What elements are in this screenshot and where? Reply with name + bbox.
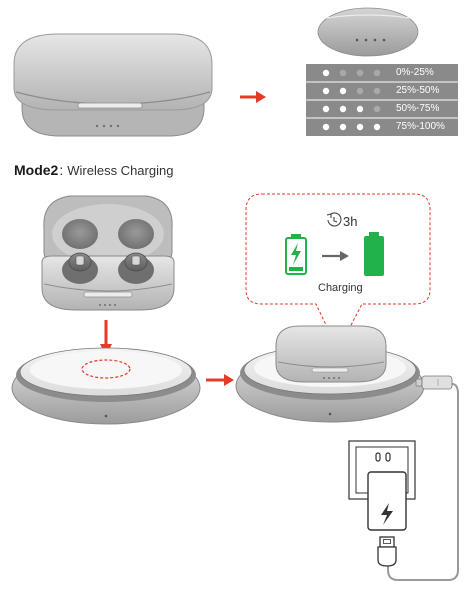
case-lid-closeup: [317, 7, 419, 57]
arrow-right-icon: [206, 374, 234, 386]
usb-cable: [387, 383, 459, 581]
battery-range-label: 50%-75%: [396, 103, 440, 114]
indicator-light-on: [373, 123, 381, 131]
indicator-light-off: [373, 69, 381, 77]
battery-level-table: [306, 64, 458, 136]
indicator-light-on: [322, 105, 330, 113]
closed-case: [13, 33, 213, 137]
indicator-light-on: [322, 87, 330, 95]
indicator-light-on: [322, 69, 330, 77]
arrow-right-icon: [240, 91, 266, 103]
mode-label: Mode2: [14, 162, 59, 178]
indicator-light-on: [339, 87, 347, 95]
indicator-light-off: [339, 69, 347, 77]
mode-description: Wireless Charging: [67, 163, 174, 178]
case-on-charging-pad: [275, 325, 387, 383]
battery-range-label: 75%-100%: [396, 121, 445, 132]
indicator-light-on: [322, 123, 330, 131]
earbud-right: [118, 252, 154, 284]
indicator-light-on: [356, 105, 364, 113]
clock-icon: [326, 212, 342, 227]
wireless-charging-pad-left: [11, 347, 201, 425]
charging-label: Charging: [318, 282, 363, 294]
indicator-light-on: [356, 123, 364, 131]
usb-c-connector: [415, 375, 453, 390]
power-adapter: [367, 471, 407, 531]
indicator-light-off: [373, 105, 381, 113]
mode-separator: :: [59, 162, 64, 178]
lightning-icon: [291, 243, 301, 265]
indicator-light-on: [339, 105, 347, 113]
earbud-left: [62, 252, 98, 284]
open-case: [41, 195, 175, 311]
lightning-icon: [381, 503, 393, 525]
battery-range-label: 25%-50%: [396, 85, 440, 96]
charge-time-label: 3h: [343, 214, 358, 229]
charging-callout-bubble: [245, 193, 431, 352]
usb-plug: [377, 536, 397, 567]
indicator-light-off: [356, 87, 364, 95]
battery-full-icon: [364, 232, 384, 276]
indicator-light-off: [356, 69, 364, 77]
indicator-light-on: [339, 123, 347, 131]
mode-heading: Mode2:Wireless Charging: [14, 162, 173, 178]
battery-range-label: 0%-25%: [396, 67, 434, 78]
arrow-right-icon: [322, 251, 349, 261]
case-indicator-lights: [95, 124, 120, 128]
indicator-light-off: [373, 87, 381, 95]
placement-target-marker: [81, 359, 131, 379]
battery-low-icon: [285, 234, 307, 275]
